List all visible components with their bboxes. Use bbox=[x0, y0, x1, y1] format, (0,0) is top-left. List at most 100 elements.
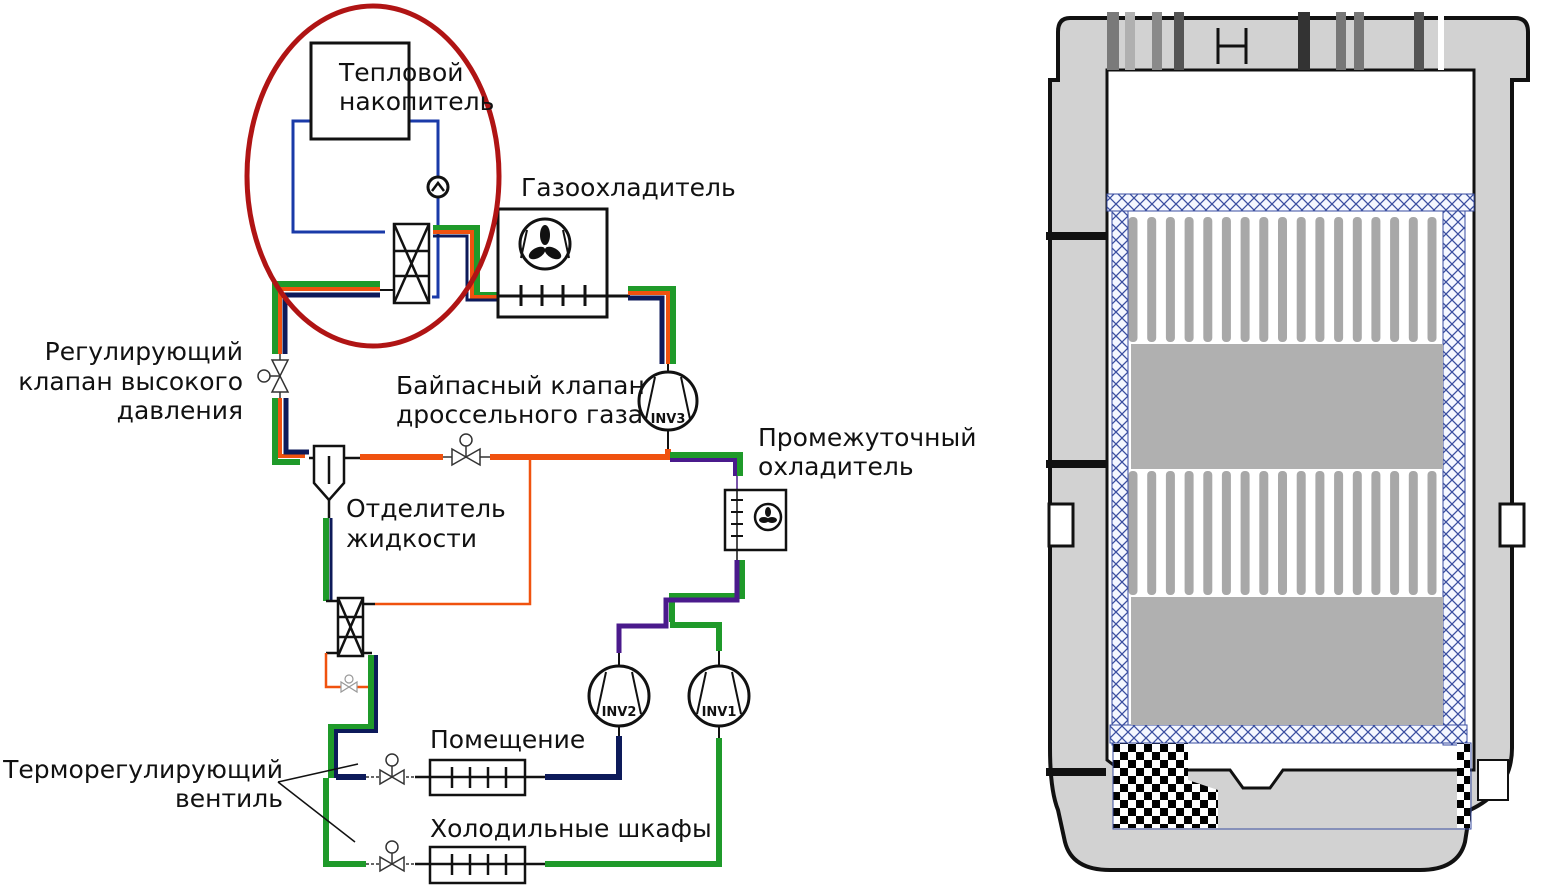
insulation-right bbox=[1442, 210, 1466, 746]
fin bbox=[1147, 217, 1157, 342]
label-txv-1: Терморегулирующий bbox=[2, 755, 283, 784]
fin bbox=[1352, 217, 1362, 342]
fin bbox=[1427, 217, 1437, 342]
label-thermal-storage-1: Тепловой bbox=[338, 58, 464, 87]
label-bypass-2: дроссельного газа bbox=[396, 400, 643, 429]
bypass-valve-icon bbox=[443, 433, 490, 467]
thermal-storage-box bbox=[309, 41, 411, 141]
evaporator-cabinets bbox=[415, 845, 545, 885]
label-room: Помещение bbox=[430, 725, 585, 754]
fin bbox=[1371, 471, 1381, 595]
insulation-bottom bbox=[1109, 724, 1468, 744]
fin bbox=[1408, 217, 1418, 342]
checker-zone-right bbox=[1457, 743, 1470, 828]
label-bypass-1: Байпасный клапан bbox=[396, 371, 645, 400]
compressor-inv2: INV2 bbox=[587, 653, 651, 736]
highlight-ellipse bbox=[244, 3, 502, 349]
pcm-block-upper bbox=[1131, 344, 1443, 469]
hp-pipe-gascooler-in bbox=[433, 225, 497, 302]
label-gas-cooler: Газоохладитель bbox=[521, 173, 736, 202]
label-hp-valve-3: давления bbox=[117, 396, 243, 425]
expansion-valve-small-icon bbox=[340, 674, 358, 694]
fin bbox=[1278, 471, 1287, 595]
fin bbox=[1165, 217, 1175, 342]
txv-leader-lines bbox=[277, 763, 359, 843]
intercooler-fan-icon bbox=[753, 502, 783, 532]
top-ports bbox=[1107, 12, 1444, 70]
fin bbox=[1184, 217, 1194, 342]
fin bbox=[1390, 217, 1400, 342]
fin bbox=[1259, 471, 1269, 595]
compressor-inv1: INV1 bbox=[687, 651, 751, 738]
cabinets-suction-pipe bbox=[545, 738, 722, 867]
liquid-separator-icon bbox=[309, 444, 360, 518]
label-separator-1: Отделитель bbox=[346, 494, 506, 523]
fin-row-lower bbox=[1128, 471, 1437, 595]
bottom-inner-line bbox=[1112, 742, 1472, 830]
fin bbox=[1221, 471, 1231, 595]
fin bbox=[1259, 217, 1269, 342]
diagram-labels: Тепловой накопитель Газоохладитель Регул… bbox=[2, 58, 976, 843]
hp-pipe-gascooler-out bbox=[628, 286, 676, 364]
room-suction-pipe bbox=[545, 736, 622, 780]
fin bbox=[1165, 471, 1175, 595]
fin bbox=[1334, 217, 1344, 342]
fin bbox=[1184, 471, 1194, 595]
fin bbox=[1203, 217, 1213, 342]
fin-row-upper bbox=[1128, 217, 1437, 342]
liquid-pipe-evaporators bbox=[323, 655, 378, 867]
liquid-pipe bbox=[323, 518, 333, 601]
fin bbox=[1371, 217, 1381, 342]
txv-cabinets-icon bbox=[366, 840, 430, 873]
txv-room-icon bbox=[366, 753, 430, 786]
intercooler bbox=[723, 488, 788, 560]
label-txv-2: вентиль bbox=[175, 784, 283, 813]
pcm-block-lower bbox=[1131, 597, 1443, 725]
right-side-fittings bbox=[1477, 502, 1526, 801]
fan-icon bbox=[518, 217, 572, 271]
compressor-label: INV2 bbox=[602, 705, 637, 720]
fin bbox=[1128, 217, 1138, 342]
fin bbox=[1240, 217, 1250, 342]
fin bbox=[1427, 471, 1437, 595]
gas-cooler bbox=[496, 207, 630, 319]
subcooler-heat-exchanger-icon bbox=[326, 596, 375, 658]
fin bbox=[1147, 471, 1157, 595]
fin bbox=[1315, 471, 1325, 595]
label-intercooler-1: Промежуточный bbox=[758, 423, 976, 452]
insulation-top bbox=[1106, 193, 1475, 212]
compressor-label: INV3 bbox=[651, 412, 686, 427]
compressor-label: INV1 bbox=[702, 705, 737, 720]
label-thermal-storage-2: накопитель bbox=[339, 87, 494, 116]
label-hp-valve-2: клапан высокого bbox=[18, 367, 243, 396]
fin bbox=[1408, 471, 1418, 595]
lt-pipe-intercooler-out bbox=[616, 560, 745, 653]
insulation-left bbox=[1111, 210, 1129, 746]
label-cabinets: Холодильные шкафы bbox=[430, 814, 712, 843]
hp-control-valve-icon bbox=[257, 354, 290, 398]
fin bbox=[1128, 471, 1138, 595]
checker-zone-left bbox=[1113, 743, 1218, 828]
flash-gas-bypass-pipe bbox=[360, 449, 671, 606]
water-pump-icon bbox=[426, 175, 450, 199]
fin bbox=[1203, 471, 1213, 595]
subcooler-bypass bbox=[324, 653, 369, 689]
storage-heat-exchanger-icon bbox=[392, 222, 431, 305]
storage-tank-section bbox=[1046, 12, 1530, 872]
fin bbox=[1221, 217, 1231, 342]
label-separator-2: жидкости bbox=[346, 524, 477, 553]
label-hp-valve-1: Регулирующий bbox=[45, 337, 243, 366]
fin bbox=[1352, 471, 1362, 595]
fin bbox=[1278, 217, 1287, 342]
refrigeration-diagram: INV3 bbox=[2, 3, 976, 885]
evaporator-room bbox=[415, 758, 545, 797]
fin bbox=[1334, 471, 1344, 595]
label-intercooler-2: охладитель bbox=[758, 452, 914, 481]
fin bbox=[1296, 471, 1306, 595]
fin bbox=[1296, 217, 1306, 342]
mt-pipe-intercooler-in bbox=[670, 452, 743, 490]
compressor-inv3: INV3 bbox=[637, 364, 699, 450]
fin bbox=[1390, 471, 1400, 595]
fin bbox=[1240, 471, 1250, 595]
